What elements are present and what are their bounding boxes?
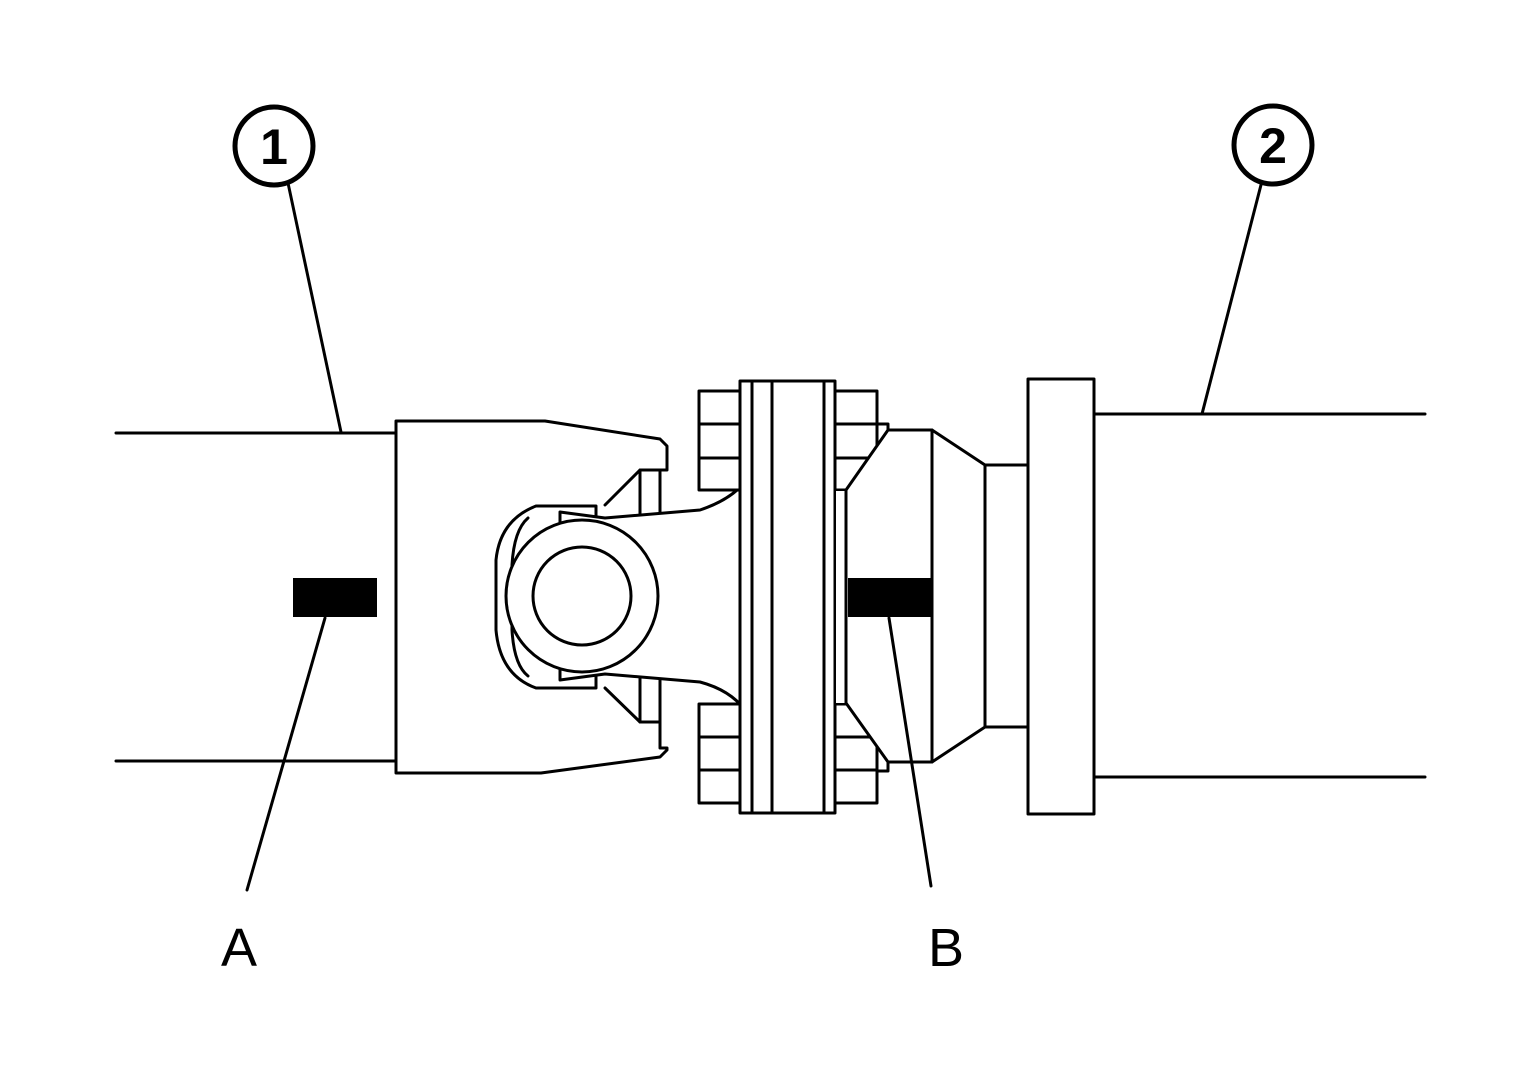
callout-2: 2 — [1231, 103, 1315, 187]
companion-flange — [697, 379, 890, 815]
label-a: A — [221, 918, 257, 978]
left-shaft — [114, 431, 398, 763]
leader-line-2 — [1200, 179, 1264, 416]
label-b: B — [928, 918, 964, 978]
callout-1: 1 — [232, 104, 316, 188]
right-coupling — [836, 377, 1096, 816]
leader-line-b — [887, 616, 933, 888]
callout-1-label: 1 — [260, 119, 288, 175]
right-shaft — [1092, 412, 1427, 779]
alignment-mark-a — [293, 578, 377, 617]
universal-joint-cross — [494, 480, 747, 712]
leader-line-1 — [286, 181, 343, 434]
callout-2-label: 2 — [1259, 118, 1287, 174]
leader-line-a — [245, 616, 327, 892]
alignment-mark-b — [848, 578, 932, 617]
